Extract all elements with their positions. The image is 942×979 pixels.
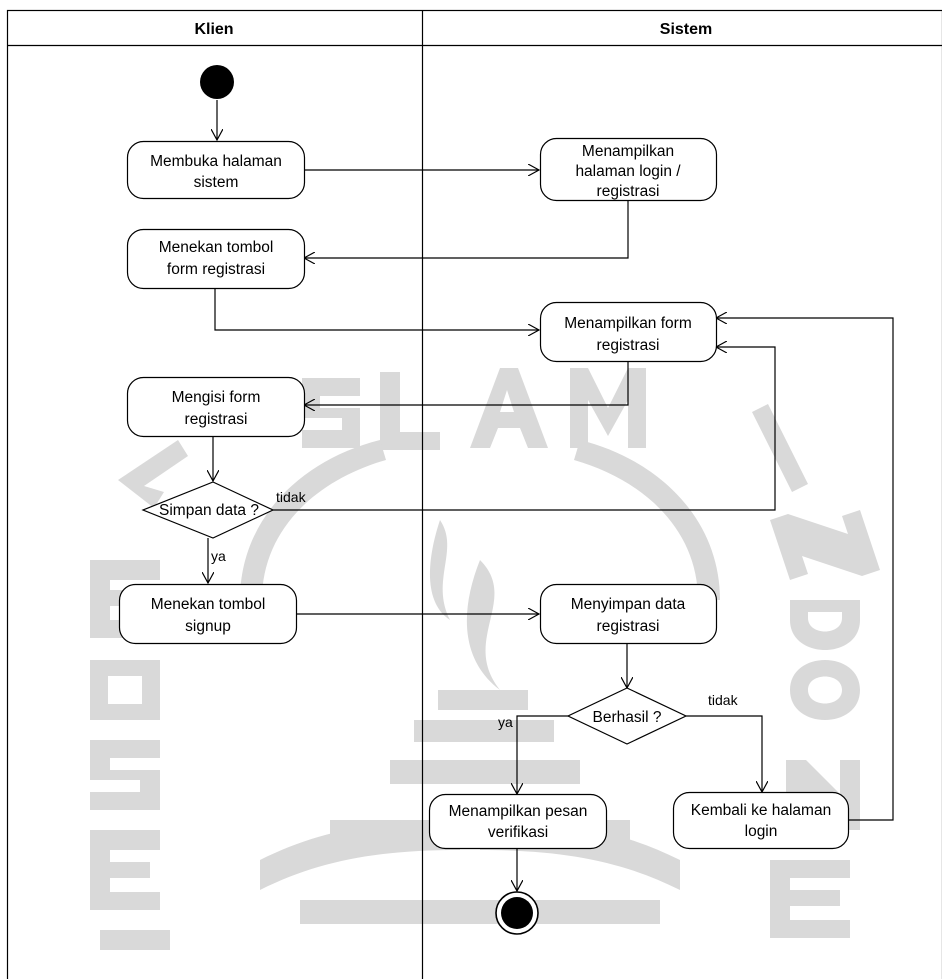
edge-tekan-form-to-tampil-form xyxy=(214,288,539,330)
action-isi-form-line2: registrasi xyxy=(185,411,248,428)
action-tampil-form: Menampilkan form registrasi xyxy=(539,301,718,363)
lane-title-klien: Klien xyxy=(194,21,233,38)
action-isi-form: Mengisi form registrasi xyxy=(126,376,306,438)
action-tampil-pesan-line1: Menampilkan pesan xyxy=(449,803,588,820)
edge-berhasil-ya xyxy=(517,715,568,794)
action-tekan-form-line1: Menekan tombol xyxy=(159,239,274,256)
action-tampil-login-line1: Menampilkan xyxy=(582,143,674,160)
final-node xyxy=(495,891,539,935)
action-simpan-data: Menyimpan data registrasi xyxy=(539,583,718,645)
action-membuka-halaman: Membuka halaman sistem xyxy=(126,140,306,200)
edge-tampil-form-to-isi-form xyxy=(304,362,629,405)
action-membuka-line2: sistem xyxy=(194,174,239,191)
watermark-seal xyxy=(90,368,880,950)
action-tampil-login-line2: halaman login / xyxy=(575,163,681,180)
action-tampil-pesan: Menampilkan pesan verifikasi xyxy=(428,793,608,850)
action-isi-form-line1: Mengisi form xyxy=(172,389,261,406)
guard-berhasil-ya: ya xyxy=(498,714,513,730)
action-simpan-data-line1: Menyimpan data xyxy=(571,596,686,613)
action-tampil-login-line3: registrasi xyxy=(597,183,660,200)
action-tekan-signup-line1: Menekan tombol xyxy=(151,596,266,613)
initial-node xyxy=(200,65,234,99)
edge-tampil-login-to-tekan-form xyxy=(304,200,629,258)
action-tampil-login: Menampilkan halaman login / registrasi xyxy=(539,137,718,202)
action-kembali-line1: Kembali ke halaman xyxy=(691,802,831,819)
guard-simpan-ya: ya xyxy=(211,548,226,564)
action-tekan-form-line2: form registrasi xyxy=(167,261,265,278)
guard-simpan-tidak: tidak xyxy=(276,489,307,505)
action-tampil-form-line1: Menampilkan form xyxy=(564,315,692,332)
action-membuka-line1: Membuka halaman xyxy=(150,153,282,170)
action-simpan-data-line2: registrasi xyxy=(597,618,660,635)
decision-berhasil: Berhasil ? xyxy=(566,687,688,745)
edge-kembali-to-tampil-form xyxy=(716,318,894,821)
action-kembali-login: Kembali ke halaman login xyxy=(672,791,850,850)
action-tekan-signup: Menekan tombol signup xyxy=(118,583,298,645)
action-tekan-signup-line2: signup xyxy=(185,618,231,635)
swimlane-frame xyxy=(6,9,942,979)
decision-berhasil-label: Berhasil ? xyxy=(593,709,662,726)
edge-berhasil-tidak xyxy=(686,715,762,792)
action-tampil-pesan-line2: verifikasi xyxy=(488,824,548,841)
action-tampil-form-line2: registrasi xyxy=(597,337,660,354)
guard-berhasil-tidak: tidak xyxy=(708,692,739,708)
decision-simpan-data-label: Simpan data ? xyxy=(159,502,259,519)
flow-edges xyxy=(208,100,894,891)
action-tekan-form: Menekan tombol form registrasi xyxy=(126,228,306,290)
action-kembali-line2: login xyxy=(745,823,778,840)
edge-simpan-tidak-loop xyxy=(273,347,776,511)
decision-simpan-data: Simpan data ? xyxy=(141,481,275,539)
lane-title-sistem: Sistem xyxy=(660,21,712,38)
